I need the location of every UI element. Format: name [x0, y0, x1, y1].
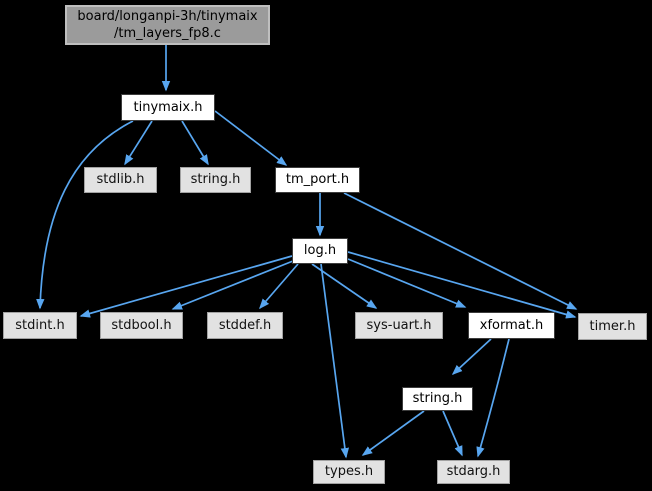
node-label: stdlib.h [96, 172, 145, 188]
node-label: /tm_layers_fp8.c [114, 26, 221, 41]
node-label: stddef.h [218, 317, 272, 333]
edge-xformat_h-to-string_h [451, 338, 492, 376]
node-types_h: types.h [313, 460, 385, 484]
node-stdbool_h: stdbool.h [100, 312, 183, 339]
edge-tinymaix_h-to-tm_port_h [214, 110, 288, 166]
edge-tinymaix_h-to-stdlib_h [124, 120, 153, 166]
node-string_h_top: string.h [180, 167, 251, 193]
node-timer_h: timer.h [578, 313, 647, 340]
node-label: types.h [324, 464, 374, 480]
node-label: tm_port.h [285, 172, 350, 188]
edge-tinymaix_h-to-string_h_top [181, 120, 209, 166]
node-sys_uart_h: sys-uart.h [355, 312, 443, 339]
edge-string_h-to-stdarg_h [442, 410, 463, 457]
node-label: xformat.h [479, 317, 544, 333]
edge-log_h-to-stddef_h [259, 263, 299, 310]
node-label: stdarg.h [446, 464, 501, 480]
node-label: tinymaix.h [133, 99, 203, 115]
edge-xformat_h-to-stdarg_h [476, 338, 510, 458]
edge-log_h-to-stdint_h [79, 255, 293, 318]
edge-log_h-to-types_h [320, 263, 350, 459]
node-stdarg_h: stdarg.h [437, 460, 510, 484]
edges-group [36, 45, 578, 459]
node-stddef_h: stddef.h [207, 312, 283, 339]
node-label: board/longanpi-3h/tinymaix [77, 8, 258, 24]
edge-tinymaix_h-to-stdint_h [36, 120, 134, 310]
edge-log_h-to-xformat_h [347, 258, 467, 308]
node-tm_port_h[interactable]: tm_port.h [275, 167, 360, 193]
node-label: log.h [303, 243, 337, 259]
node-label: stdint.h [15, 317, 65, 333]
edge-log_h-to-stdbool_h [171, 260, 294, 310]
node-stdlib_h: stdlib.h [84, 167, 157, 193]
node-tinymaix_h[interactable]: tinymaix.h [121, 94, 215, 121]
node-stdint_h: stdint.h [3, 312, 77, 339]
node-label: stdbool.h [111, 317, 172, 333]
node-label: timer.h [589, 318, 636, 334]
node-label: sys-uart.h [366, 317, 432, 333]
node-label: string.h [190, 172, 241, 188]
node-xformat_h[interactable]: xformat.h [468, 312, 555, 339]
node-tm_layers_fp8_c: board/longanpi-3h/tinymaix/tm_layers_fp8… [65, 5, 270, 45]
edge-log_h-to-timer_h [347, 251, 577, 319]
node-string_h[interactable]: string.h [402, 387, 473, 411]
edge-tm_port_h-to-timer_h [343, 192, 578, 310]
edge-string_h-to-types_h [361, 410, 425, 456]
node-log_h[interactable]: log.h [292, 238, 348, 264]
node-label: string.h [412, 391, 463, 407]
